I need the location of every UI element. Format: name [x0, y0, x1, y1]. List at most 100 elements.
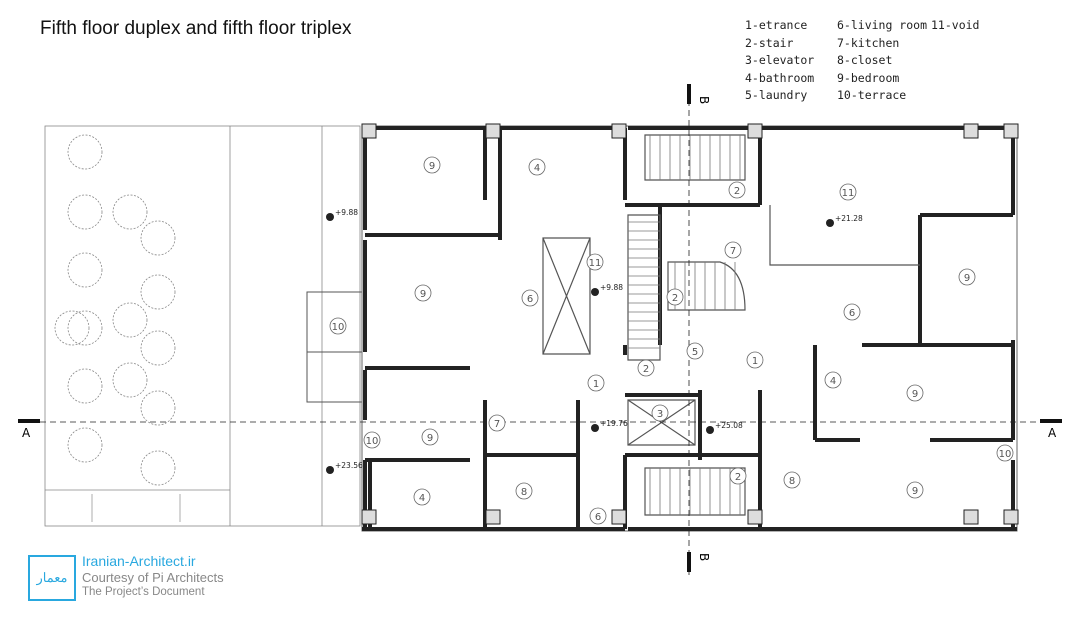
tree-icon [140, 274, 176, 310]
section-b-bottom-marker [687, 552, 691, 572]
room-number-tag: 1 [587, 374, 605, 392]
svg-text:7: 7 [730, 246, 736, 257]
room-number-tag: 8 [783, 471, 801, 489]
svg-text:3: 3 [657, 409, 663, 420]
room-number-tag: 6 [843, 303, 861, 321]
structural-column [963, 509, 979, 525]
site-logo: معمار [28, 555, 76, 601]
section-a-left-label: A [22, 426, 31, 440]
svg-text:9: 9 [427, 433, 433, 444]
elevation-marker-icon [706, 426, 714, 434]
legend-item: 4-bathroom [745, 70, 815, 85]
tree-icon [67, 194, 103, 230]
room-number-tag: 9 [906, 384, 924, 402]
svg-text:9: 9 [912, 389, 918, 400]
room-number-tag: 6 [589, 507, 607, 525]
structural-column [611, 509, 627, 525]
room-number-tag: 6 [521, 289, 539, 307]
room-number-tag: 9 [906, 481, 924, 499]
svg-text:10: 10 [999, 449, 1012, 460]
svg-text:6: 6 [849, 308, 855, 319]
garden-area [44, 125, 361, 527]
legend-item: 1-etrance [745, 18, 808, 32]
structural-column [485, 509, 501, 525]
tree-icon [140, 220, 176, 256]
svg-text:6: 6 [595, 512, 601, 523]
site-link[interactable]: Iranian-Architect.ir [82, 553, 196, 569]
room-number-tag: 9 [414, 284, 432, 302]
tree-icon [54, 310, 90, 346]
room-number-tag: 2 [637, 359, 655, 377]
svg-text:1: 1 [593, 379, 599, 390]
svg-text:2: 2 [734, 186, 740, 197]
tree-icon [67, 310, 103, 346]
elevation-marker-icon [591, 288, 599, 296]
legend-item: 10-terrace [837, 88, 907, 102]
credits: Iranian-Architect.ir Courtesy of Pi Arch… [82, 553, 224, 598]
room-number-tag: 7 [488, 414, 506, 432]
legend-item: 5-laundry [745, 88, 808, 102]
structural-column [747, 509, 763, 525]
elevation-label: +9.88 [600, 283, 623, 292]
page-title: Fifth floor duplex and fifth floor tripl… [40, 18, 352, 39]
legend-item: 7-kitchen [837, 35, 900, 50]
room-number-tag: 5 [686, 342, 704, 360]
room-number-tag: 4 [824, 371, 842, 389]
svg-text:10: 10 [366, 436, 379, 447]
tree-icon [67, 134, 103, 170]
room-number-tag: 9 [421, 428, 439, 446]
svg-text:9: 9 [429, 161, 435, 172]
legend-item: 6-living room [837, 18, 928, 32]
terrace-box [306, 291, 363, 403]
svg-text:11: 11 [589, 258, 602, 269]
room-number-tag: 3 [651, 404, 669, 422]
elevation-label: +21.28 [835, 214, 863, 223]
structural-column [1003, 509, 1019, 525]
room-number-tag: 11 [586, 253, 604, 271]
svg-text:8: 8 [789, 476, 795, 487]
legend-item: 9-bedroom [837, 70, 900, 85]
tree-icon [140, 450, 176, 486]
svg-text:2: 2 [735, 472, 741, 483]
building-walls [361, 123, 1019, 532]
room-number-tag: 1 [746, 351, 764, 369]
room-number-tag: 2 [728, 181, 746, 199]
room-number-tag: 10 [363, 431, 381, 449]
tree-icon [67, 427, 103, 463]
logo-text: معمار [36, 570, 68, 586]
room-number-tag: 10 [329, 317, 347, 335]
tree-icon [112, 194, 148, 230]
tree-icon [140, 330, 176, 366]
legend-col-1: 1-etrance 2-stair 3-elevator 4-bathroom … [745, 17, 814, 105]
svg-text:2: 2 [672, 293, 678, 304]
legend-item: 3-elevator [745, 53, 815, 67]
section-b-bottom-label: B [697, 553, 711, 561]
section-b-top-marker [687, 84, 691, 104]
room-number-tag: 8 [515, 482, 533, 500]
svg-text:9: 9 [964, 273, 970, 284]
svg-text:4: 4 [830, 376, 836, 387]
tree-icon [67, 252, 103, 288]
room-number-tag: 9 [423, 156, 441, 174]
room-number-tag: 4 [413, 488, 431, 506]
svg-text:5: 5 [692, 347, 698, 358]
tree-icon [112, 302, 148, 338]
section-a-right-label: A [1048, 426, 1057, 440]
structural-column [485, 123, 501, 139]
room-number-tag: 4 [528, 158, 546, 176]
document-text: The Project’s Document [82, 586, 205, 598]
legend-col-3: 11-void [931, 17, 979, 35]
tree-icon [140, 390, 176, 426]
legend-item: 2-stair [745, 35, 794, 50]
legend-col-2: 6-living room 7-kitchen 8-closet 9-bedro… [837, 17, 927, 105]
structural-column [747, 123, 763, 139]
elevation-label: +19.76 [600, 419, 628, 428]
room-number-tag: 10 [996, 444, 1014, 462]
room-number-tag: 7 [724, 241, 742, 259]
elevation-label: +9.88 [335, 208, 358, 217]
section-a-right-marker [1040, 419, 1062, 423]
elevation-marker-icon [326, 213, 334, 221]
legend-item: 11-void [931, 18, 980, 32]
structural-column [1003, 123, 1019, 139]
structural-column [361, 509, 377, 525]
